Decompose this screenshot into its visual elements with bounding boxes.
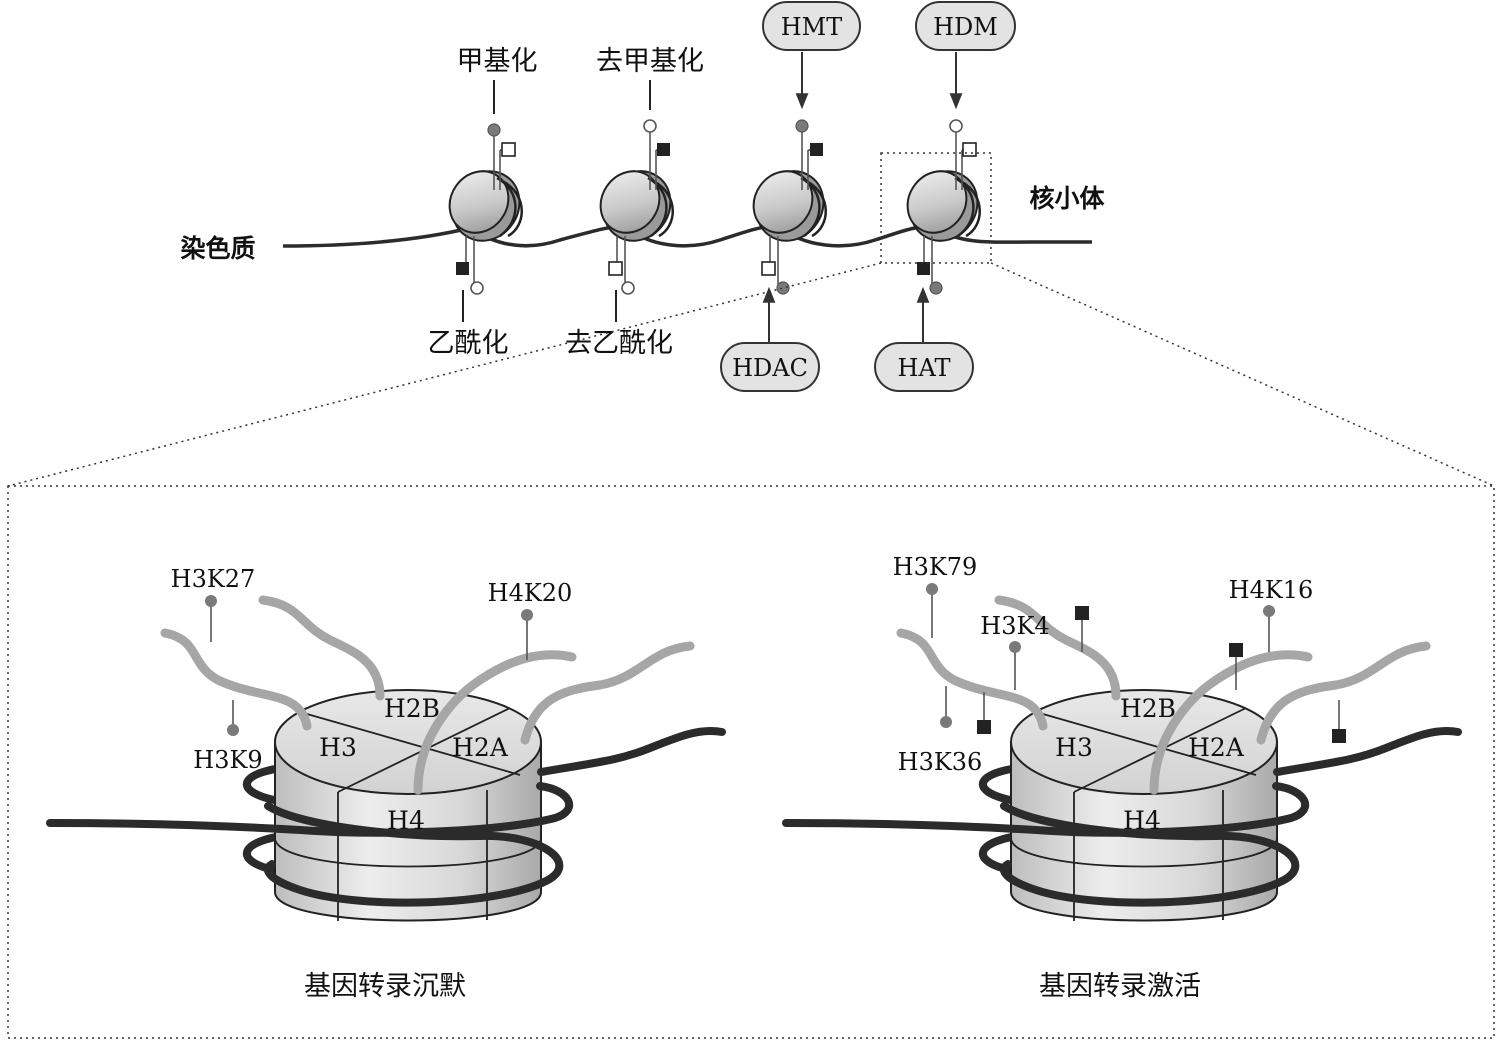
acetyl-square xyxy=(1075,606,1089,620)
methyl-dot xyxy=(1009,641,1021,653)
acetyl-square xyxy=(977,720,991,734)
detail-panel xyxy=(7,485,1495,1039)
methyl-dot xyxy=(776,281,790,295)
top-methyl-marks xyxy=(470,119,963,295)
acetyl-square xyxy=(917,262,930,275)
demethylation-label: 去甲基化 xyxy=(596,46,704,77)
left-mark-h4k20: H4K20 xyxy=(488,579,573,607)
hdac-label: HDAC xyxy=(732,354,808,382)
methyl-dot xyxy=(521,609,533,621)
methyl-dot-removed xyxy=(470,281,484,295)
right-h4-label: H4 xyxy=(1123,806,1161,835)
zoom-indicator xyxy=(7,152,1495,487)
left-histone-tails xyxy=(160,595,695,795)
methyl-dot xyxy=(227,724,239,736)
left-h4-label: H4 xyxy=(387,806,425,835)
right-mark-h3k36: H3K36 xyxy=(898,748,983,776)
chromatin-fiber xyxy=(282,224,1092,248)
hmt-label: HMT xyxy=(781,13,843,41)
right-mark-h4k16: H4K16 xyxy=(1229,576,1314,604)
enzyme-hmt: HMT xyxy=(762,1,861,51)
top-acetyl-marks xyxy=(456,142,977,276)
enzyme-arrows xyxy=(762,52,963,342)
right-histone-tails xyxy=(896,595,1431,795)
hdm-label: HDM xyxy=(933,13,998,41)
methyl-dot xyxy=(487,123,501,137)
methyl-dot-removed xyxy=(621,281,635,295)
acetyl-square xyxy=(657,143,670,156)
nucleosome-2 xyxy=(599,170,674,242)
methyl-dot-removed xyxy=(949,119,963,133)
left-mark-h3k9: H3K9 xyxy=(193,746,262,774)
nucleosome-1 xyxy=(448,170,523,242)
methyl-dot xyxy=(1263,605,1275,617)
left-caption: 基因转录沉默 xyxy=(304,971,466,1002)
acetyl-square-removed xyxy=(761,261,776,276)
right-caption: 基因转录激活 xyxy=(1039,971,1201,1002)
right-mark-h3k79: H3K79 xyxy=(893,553,978,581)
right-h3-label: H3 xyxy=(1055,733,1093,762)
enzyme-hat: HAT xyxy=(874,342,974,392)
acetyl-square-removed xyxy=(608,261,623,276)
methyl-dot xyxy=(940,716,952,728)
methyl-dot xyxy=(929,281,943,295)
acetyl-square xyxy=(1229,643,1243,657)
deacetylation-label: 去乙酰化 xyxy=(565,328,673,359)
acetylation-label: 乙酰化 xyxy=(428,328,509,359)
methyl-dot-removed xyxy=(643,119,657,133)
methylation-label: 甲基化 xyxy=(457,46,538,77)
chromatin-label: 染色质 xyxy=(180,234,255,263)
hat-label: HAT xyxy=(898,354,951,382)
left-h3-label: H3 xyxy=(319,733,357,762)
left-h2b-label: H2B xyxy=(384,694,440,723)
nucleosome-label: 核小体 xyxy=(1029,184,1105,213)
top-tail-marks xyxy=(465,132,969,284)
acetyl-square xyxy=(1332,729,1346,743)
enzyme-hdac: HDAC xyxy=(720,342,820,392)
right-h2b-label: H2B xyxy=(1120,694,1176,723)
methyl-dot xyxy=(205,595,217,607)
right-mark-pins xyxy=(931,594,1340,732)
methyl-dot xyxy=(926,583,938,595)
right-nucleosome-cylinder xyxy=(782,689,1462,922)
nucleosome-3 xyxy=(752,170,827,242)
process-leader-lines xyxy=(462,80,651,322)
right-h2a-label: H2A xyxy=(1188,733,1245,762)
acetyl-square-removed xyxy=(962,142,977,157)
acetyl-square xyxy=(810,143,823,156)
acetyl-square xyxy=(456,262,469,275)
left-h2a-label: H2A xyxy=(452,733,509,762)
right-mark-h3k4: H3K4 xyxy=(980,612,1049,640)
acetyl-square-removed xyxy=(501,142,516,157)
left-mark-h3k27: H3K27 xyxy=(171,565,256,593)
enzyme-hdm: HDM xyxy=(915,1,1016,51)
methyl-dot xyxy=(795,119,809,133)
left-nucleosome-cylinder xyxy=(46,689,726,922)
